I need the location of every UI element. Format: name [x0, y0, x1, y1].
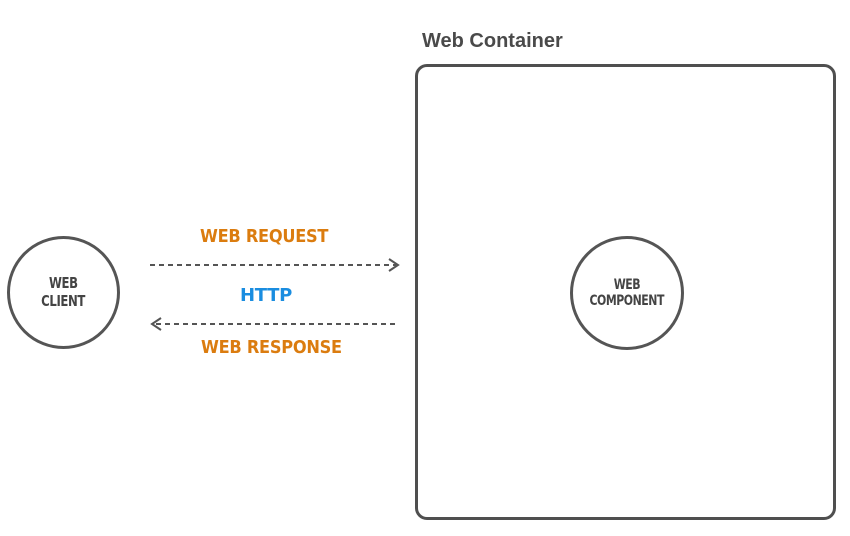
request-arrow	[150, 258, 400, 272]
response-arrow	[150, 317, 398, 331]
web-component-node: WEB COMPONENT	[570, 236, 684, 350]
web-client-node: WEB CLIENT	[7, 236, 120, 349]
web-client-label-line2: CLIENT	[41, 291, 86, 310]
web-response-label: WEB RESPONSE	[201, 337, 342, 358]
web-request-label: WEB REQUEST	[200, 226, 329, 247]
http-label: HTTP	[240, 285, 293, 306]
web-component-label-line1: WEB	[613, 276, 641, 293]
web-container-box	[415, 64, 836, 520]
web-component-label-line2: COMPONENT	[589, 293, 665, 309]
web-container-title: Web Container	[422, 30, 563, 52]
web-client-label-line1: WEB	[49, 274, 78, 293]
